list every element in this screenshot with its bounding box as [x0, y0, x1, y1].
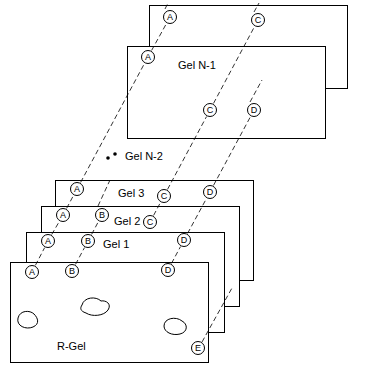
spot-marker: B — [81, 234, 95, 248]
ellipsis-dot — [113, 152, 117, 156]
gel-label: Gel N-1 — [177, 59, 217, 71]
gel-label: R-Gel — [56, 340, 87, 352]
spot-marker: A — [70, 182, 84, 196]
spot-marker: A — [56, 208, 70, 222]
gel-label: Gel N-2 — [124, 150, 164, 162]
gel-label: Gel 3 — [117, 187, 145, 199]
spot-marker: D — [247, 103, 261, 117]
spot-marker: A — [25, 265, 39, 279]
spot-marker: B — [95, 208, 109, 222]
spot-marker: A — [41, 234, 55, 248]
correspondence-line — [92, 222, 99, 235]
correspondence-line — [214, 27, 255, 104]
spot-letter: A — [74, 185, 80, 194]
spot-marker: C — [203, 103, 217, 117]
spot-letter: C — [147, 218, 154, 227]
correspondence-line — [35, 248, 44, 266]
gel-label: Gel 2 — [113, 215, 141, 227]
dashed-extension — [250, 80, 262, 102]
correspondence-line — [152, 24, 167, 51]
spot-letter: B — [69, 267, 75, 276]
dashed-extension — [165, 3, 168, 9]
correspondence-line — [81, 64, 145, 183]
spot-marker: C — [157, 189, 171, 203]
gel-plane: Gel 2 A B C — [41, 206, 240, 307]
spot-marker: D — [177, 233, 191, 247]
spot-letter: B — [99, 211, 105, 220]
spot-letter: A — [60, 211, 66, 220]
spot-marker: A — [163, 10, 177, 24]
protein-spot — [18, 311, 38, 328]
correspondence-line — [168, 117, 207, 190]
gel-outline — [11, 263, 209, 363]
spot-letter: D — [165, 266, 172, 275]
spot-marker: A — [141, 50, 155, 64]
spot-letter: D — [181, 236, 188, 245]
spot-letter: A — [29, 268, 35, 277]
protein-spot — [164, 318, 186, 334]
spot-letter: E — [195, 344, 201, 353]
dashed-extension — [98, 180, 110, 206]
correspondence-line — [52, 222, 60, 235]
spot-letter: A — [45, 237, 51, 246]
correspondence-line — [154, 203, 161, 216]
spot-marker: D — [161, 263, 175, 277]
correspondence-line — [188, 199, 207, 234]
correspondence-line — [76, 248, 85, 265]
spot-marker: B — [65, 264, 79, 278]
spot-marker: C — [143, 215, 157, 229]
dashed-extension — [202, 288, 232, 342]
spot-letter: D — [251, 106, 258, 115]
spot-letter: A — [145, 53, 151, 62]
correspondence-line — [67, 196, 74, 209]
dashed-extension — [254, 3, 259, 12]
spot-marker: E — [191, 341, 205, 355]
gel-plane: Gel N-1 A C D — [127, 46, 326, 139]
gel-outline — [128, 47, 326, 139]
correspondence-line — [214, 117, 251, 186]
spot-letter: A — [167, 13, 173, 22]
gel-plane: Gel 3 A C D — [55, 180, 254, 281]
spot-letter: C — [161, 192, 168, 201]
correspondence-line — [172, 247, 181, 264]
protein-spot — [81, 298, 110, 315]
ellipsis-dot — [106, 156, 110, 160]
gel-label: Gel 1 — [102, 238, 130, 250]
spot-marker: C — [251, 13, 265, 27]
spot-letter: C — [207, 106, 214, 115]
gel-plane: Gel 1 A B D — [26, 232, 225, 333]
gel-plane: R-Gel A B D E — [10, 262, 209, 363]
spot-letter: B — [85, 237, 91, 246]
spot-marker: D — [203, 185, 217, 199]
spot-letter: D — [207, 188, 214, 197]
spot-letter: C — [255, 16, 262, 25]
